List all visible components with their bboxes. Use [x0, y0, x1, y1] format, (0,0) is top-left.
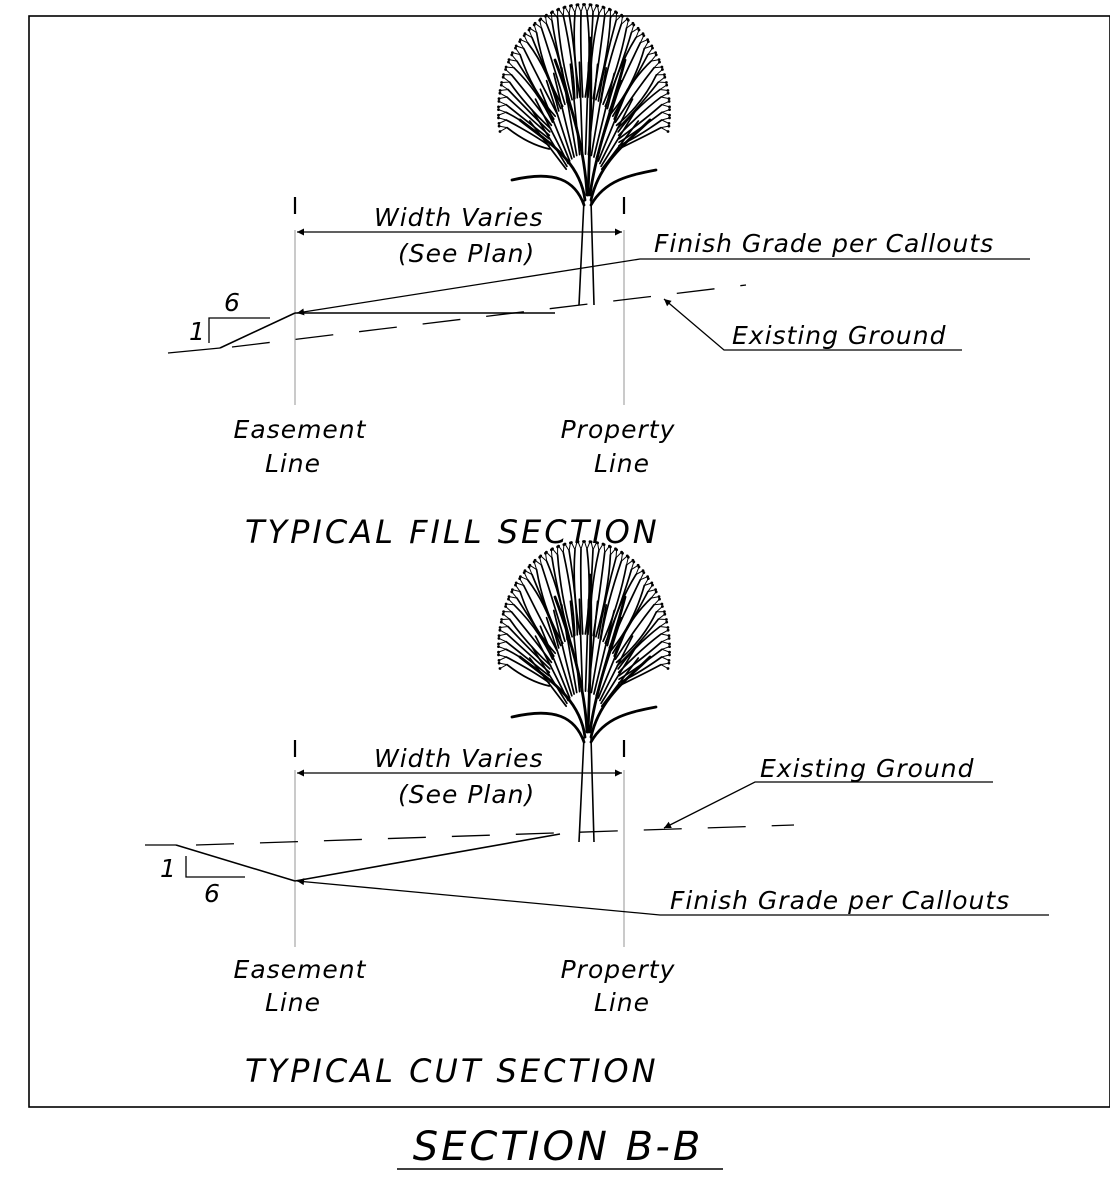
existing-ground-leader [663, 781, 993, 829]
property-label: Property [561, 955, 676, 984]
cut-section-title: TYPICAL CUT SECTION [245, 1052, 659, 1090]
see-plan-label: (See Plan) [398, 239, 535, 268]
slope-rise-label: 1 [160, 854, 177, 883]
cut-section: Width Varies (See Plan) Existing Ground … [145, 540, 1049, 1090]
finish-grade-label: Finish Grade per Callouts [654, 229, 994, 258]
slope-indicator [185, 856, 245, 878]
existing-ground-line [231, 284, 747, 348]
existing-ground-line [195, 824, 795, 846]
property-label: Property [561, 415, 676, 444]
easement-label: Easement [234, 955, 367, 984]
property-line-label: Line [594, 988, 650, 1017]
see-plan-label: (See Plan) [398, 780, 535, 809]
width-label: Width Varies [374, 744, 544, 773]
ground-left-segment [167, 347, 221, 354]
tree-icon [497, 3, 671, 306]
easement-label: Easement [234, 415, 367, 444]
fill-section-title: TYPICAL FILL SECTION [245, 513, 660, 551]
fill-slope-line [219, 312, 296, 349]
existing-ground-leader [663, 298, 962, 351]
section-title: SECTION B-B [413, 1124, 704, 1170]
slope-indicator [208, 317, 270, 343]
existing-ground-label: Existing Ground [732, 321, 946, 350]
finish-grade-line [294, 833, 561, 882]
easement-line-label: Line [265, 988, 321, 1017]
finish-grade-leader [296, 258, 1030, 316]
slope-rise-label: 1 [189, 317, 206, 346]
finish-grade-label: Finish Grade per Callouts [670, 886, 1010, 915]
finish-grade-leader [296, 878, 1049, 916]
drawing-frame [28, 15, 1110, 1108]
width-label: Width Varies [374, 203, 544, 232]
slope-run-label: 6 [224, 288, 241, 317]
existing-ground-label: Existing Ground [760, 754, 974, 783]
slope-run-label: 6 [204, 879, 221, 908]
fill-section: Width Varies (See Plan) Finish Grade per… [167, 3, 1030, 551]
easement-line-label: Line [265, 449, 321, 478]
tree-icon [497, 540, 671, 843]
cut-slope-line [175, 844, 296, 882]
property-line-label: Line [594, 449, 650, 478]
